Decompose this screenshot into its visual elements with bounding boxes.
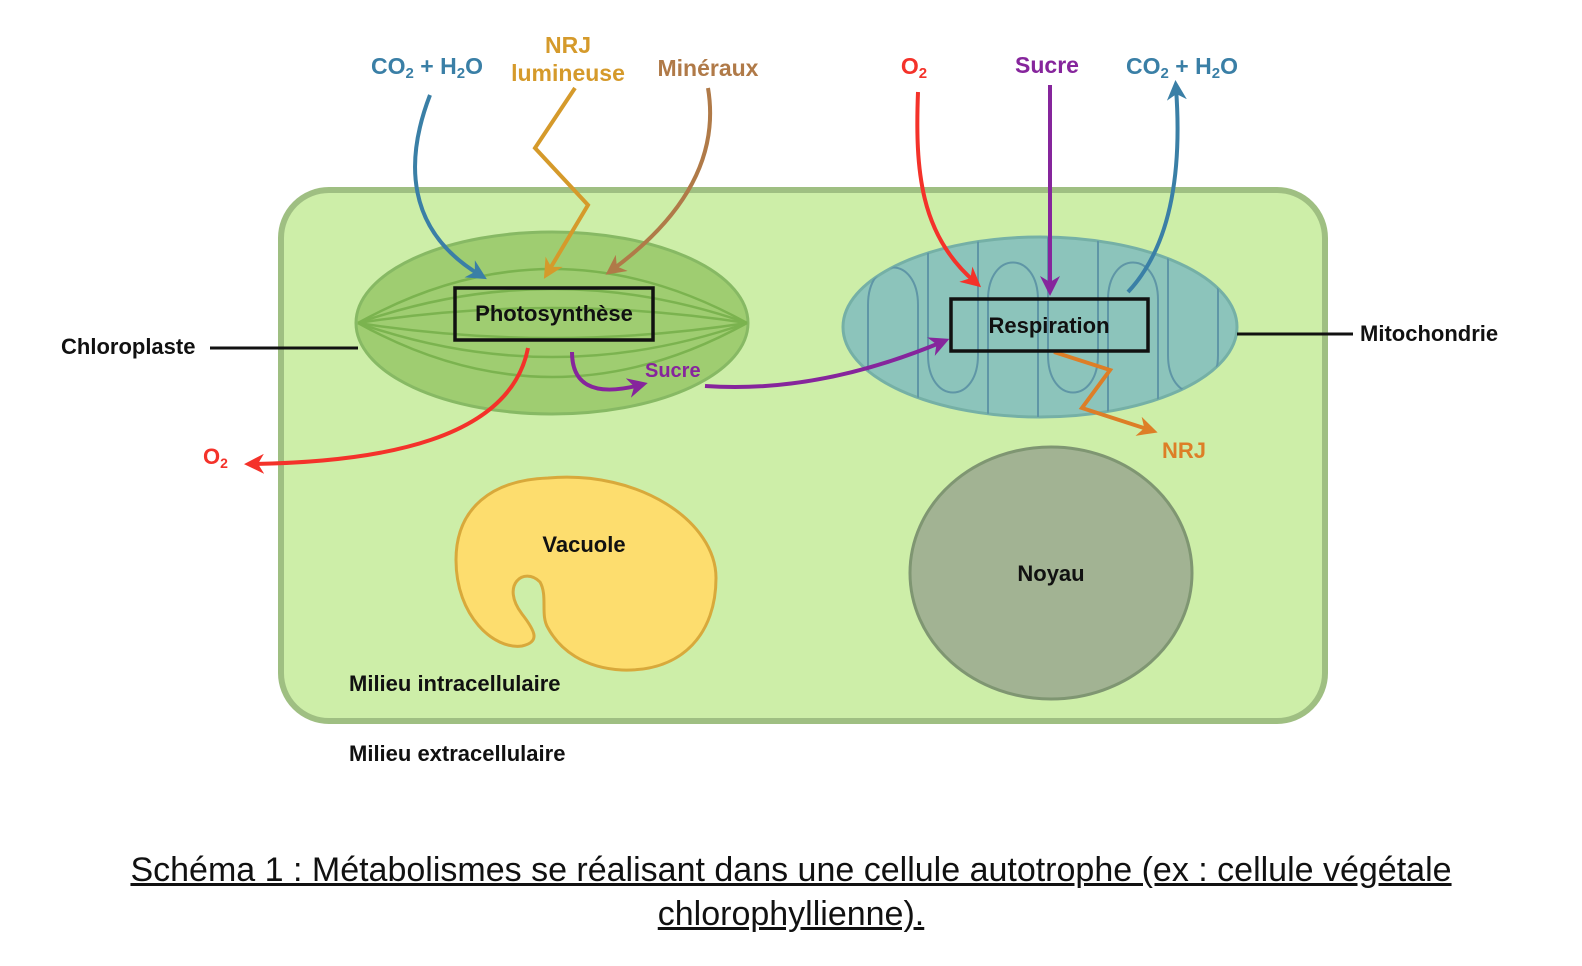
photosynthese-label: Photosynthèse	[475, 301, 633, 326]
co2-h2o-out-label: CO2 + H2O	[1126, 53, 1238, 82]
sucre-in-label: Sucre	[1015, 52, 1079, 78]
nrj-out-label: NRJ	[1162, 438, 1206, 463]
arrow-o2-out	[244, 347, 530, 474]
respiration-box	[949, 297, 1150, 353]
photosynthese-box	[453, 286, 655, 342]
mitochondrie-label: Mitochondrie	[1360, 321, 1498, 346]
respiration-label: Respiration	[988, 313, 1109, 338]
arrow-co2-h2o-in	[413, 94, 487, 280]
co2-h2o-in-label: CO2 + H2O	[371, 53, 483, 82]
caption-line-1: Schéma 1 : Métabolismes se réalisant dan…	[130, 851, 1452, 889]
o2-in-label: O2	[901, 53, 927, 82]
chloroplaste-label: Chloroplaste	[61, 334, 195, 359]
o2-out-label: O2	[203, 444, 228, 471]
sucre-inner-label: Sucre	[645, 360, 701, 382]
noyau	[908, 445, 1194, 701]
nrj-lumineuse-label-line1: NRJ	[545, 32, 591, 58]
arrow-sucre-to-respiration	[704, 337, 950, 390]
vacuole-label: Vacuole	[542, 532, 625, 557]
figure-caption: Schéma 1 : Métabolismes se réalisant dan…	[0, 848, 1582, 936]
arrow-nrj-lumineuse	[532, 86, 591, 279]
milieu-extracellulaire-label: Milieu extracellulaire	[349, 741, 565, 766]
chloroplast	[354, 230, 750, 416]
noyau-label: Noyau	[1017, 561, 1084, 586]
cell-metabolism-diagram: Photosynthèse Respiration CO2 + H2O NRJ …	[61, 32, 1498, 766]
nrj-lumineuse-label-line2: lumineuse	[511, 60, 625, 86]
arrow-o2-in	[915, 91, 982, 288]
arrow-co2-h2o-out	[1126, 80, 1187, 294]
mineraux-label: Minéraux	[658, 55, 759, 81]
milieu-intracellulaire-label: Milieu intracellulaire	[349, 671, 561, 696]
caption-line-2: chlorophyllienne).	[657, 895, 925, 933]
arrow-mineraux	[605, 87, 713, 275]
arrow-nrj-out	[1053, 350, 1158, 436]
vacuole	[454, 475, 718, 672]
arrow-sucre-chloroplast	[570, 351, 648, 398]
